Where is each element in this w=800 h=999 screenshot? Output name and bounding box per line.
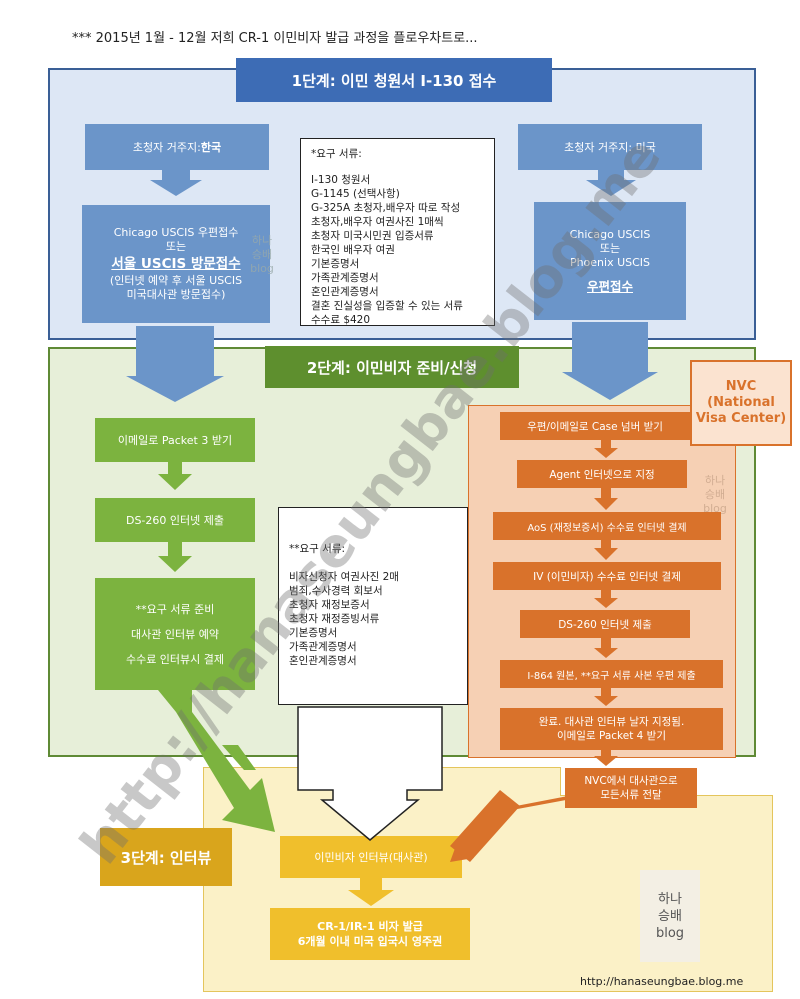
list-item: 초청자 미국시민권 입증서류: [311, 230, 434, 242]
list-item: 기본증명서: [289, 627, 338, 639]
arrow-nvc-4: [594, 590, 618, 608]
arrow-medical: [297, 706, 443, 841]
stage2-requirements-list: 비자신청자 여권사진 2매 범죄,수사경력 회보서 초청자 재정보증서 초청자 …: [289, 570, 457, 668]
stage3-title: 3단계: 인터뷰: [100, 828, 232, 886]
stage2-requirements-box: **요구 서류: 비자신청자 여권사진 2매 범죄,수사경력 회보서 초청자 재…: [278, 507, 468, 705]
arrow-nvc-5: [594, 638, 618, 658]
arrow-korea-down: [150, 170, 202, 196]
list-item: 혼인관계증명서: [289, 655, 357, 667]
list-item: G-1145 (선택사항): [311, 188, 400, 200]
list-item: G-325A 초청자,배우자 따로 작성: [311, 202, 461, 214]
arrow-nvc-7: [594, 750, 618, 766]
arrow-nvc-1: [594, 440, 618, 458]
nvc-step-i864: I-864 원본, **요구 서류 사본 우편 제출: [500, 660, 723, 688]
arrow-nvc-6: [594, 688, 618, 706]
list-item: 초청자 재정보증서: [289, 599, 370, 611]
arrow-green-to-interview-3: [222, 745, 256, 770]
usa-residence-label: 초청자 거주지: 미국: [518, 124, 702, 170]
list-item: 비자신청자 여권사진 2매: [289, 571, 399, 583]
page-title: *** 2015년 1월 - 12월 저희 CR-1 이민비자 발급 과정을 플…: [72, 31, 478, 46]
footer-url[interactable]: http://hanaseungbae.blog.me: [580, 975, 744, 988]
list-item: 가족관계증명서: [289, 641, 357, 653]
interview-step: 이민비자 인터뷰(대사관): [280, 836, 462, 878]
blog-stamp: 하나 승배 blog: [703, 474, 727, 515]
packet3-step: 이메일로 Packet 3 받기: [95, 418, 255, 462]
list-item: 수수료 $420: [311, 314, 371, 326]
arrow-usa-down: [586, 170, 636, 196]
arrow-transfer-left: [126, 326, 224, 402]
prep-step: **요구 서류 준비 대사관 인터뷰 예약 수수료 인터뷰시 결제: [95, 578, 255, 690]
list-item: 혼인관계증명서: [311, 286, 379, 298]
usa-filing-box: Chicago USCIS 또는 Phoenix USCIS 우편접수: [534, 202, 686, 320]
stage1-title: 1단계: 이민 청원서 I-130 접수: [236, 58, 552, 102]
list-item: 한국인 배우자 여권: [311, 244, 395, 256]
list-item: 가족관계증명서: [311, 272, 379, 284]
arrow-nvc-3: [594, 540, 618, 560]
visa-result: CR-1/IR-1 비자 발급 6개월 이내 미국 입국시 영주권: [270, 908, 470, 960]
list-item: 초청자 재정증빙서류: [289, 613, 380, 625]
blog-stamp: 하나 승배 blog: [250, 234, 274, 275]
list-item: 범죄,수사경력 회보서: [289, 585, 383, 597]
nvc-step-case-number: 우편/이메일로 Case 넘버 받기: [500, 412, 690, 440]
arrow-nvc-to-interview-head: [450, 790, 520, 862]
arrow-green-to-interview-2: [176, 712, 275, 832]
nvc-step-aos-fee: AoS (재정보증서) 수수료 인터넷 결제: [493, 512, 721, 540]
arrow-yellow-down: [348, 878, 394, 906]
stage1-requirements-list: I-130 청원서 G-1145 (선택사항) G-325A 초청자,배우자 따…: [311, 173, 484, 327]
arrow-transfer-right: [562, 322, 658, 400]
arrow-nvc-2: [594, 488, 618, 510]
nvc-step-complete: 완료. 대사관 인터뷰 날자 지정됨. 이메일로 Packet 4 받기: [500, 708, 723, 750]
stage2-title: 2단계: 이민비자 준비/신청: [265, 346, 519, 388]
nvc-step-iv-fee: IV (이민비자) 수수료 인터넷 결제: [493, 562, 721, 590]
blog-stamp: 하나 승배 blog: [640, 870, 700, 962]
arrow-green-1: [158, 462, 192, 490]
list-item: I-130 청원서: [311, 174, 371, 186]
list-item: 결혼 진실성을 입증할 수 있는 서류: [311, 300, 463, 312]
nvc-step-agent: Agent 인터넷으로 지정: [517, 460, 687, 488]
korea-filing-box: Chicago USCIS 우편접수 또는 서울 USCIS 방문접수 (인터넷…: [82, 205, 270, 323]
ds260-step: DS-260 인터넷 제출: [95, 498, 255, 542]
list-item: 기본증명서: [311, 258, 360, 270]
list-item: 초청자,배우자 여권사진 1매씩: [311, 216, 444, 228]
nvc-label: NVC (National Visa Center): [690, 360, 792, 446]
nvc-transfer: NVC에서 대사관으로 모든서류 전달: [565, 768, 697, 808]
stage1-requirements-box: *요구 서류: I-130 청원서 G-1145 (선택사항) G-325A 초…: [300, 138, 495, 326]
arrow-green-2: [158, 542, 192, 572]
korea-residence-label: 초청자 거주지: 한국: [85, 124, 269, 170]
arrow-green-to-interview-1: [158, 690, 192, 712]
nvc-step-ds260: DS-260 인터넷 제출: [520, 610, 690, 638]
